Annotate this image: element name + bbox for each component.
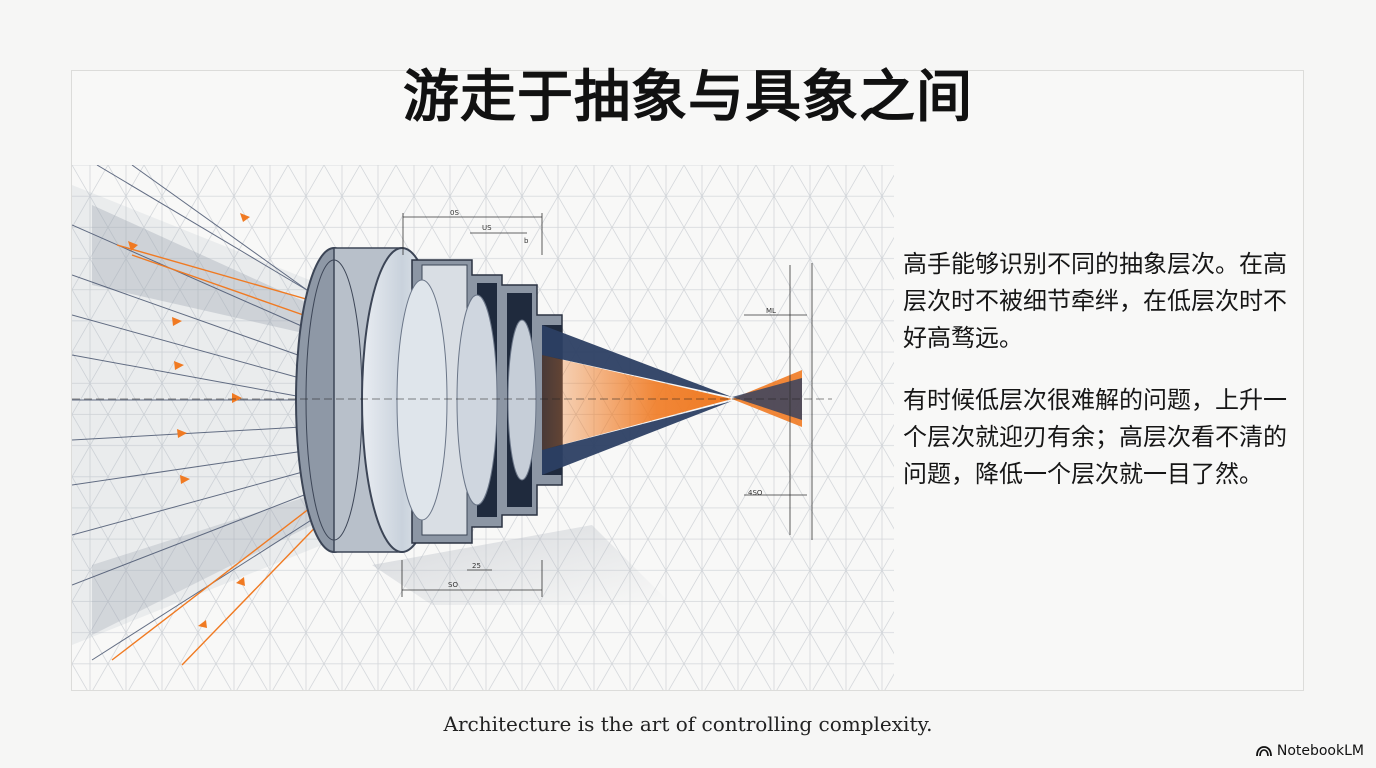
dim-label-top: 0S	[450, 209, 459, 217]
ray-arrowheads	[128, 213, 250, 628]
dim-label-bottom: SO	[448, 581, 458, 589]
paragraph-2: 有时候低层次很难解的问题，上升一个层次就迎刃有余；高层次看不清的问题，降低一个层…	[903, 386, 1287, 488]
notebooklm-logo-icon	[1255, 746, 1272, 757]
lens-assembly	[295, 247, 563, 553]
brand-name: NotebookLM	[1276, 743, 1364, 759]
dimension-lines	[401, 213, 813, 597]
caption: Architecture is the art of controlling c…	[443, 712, 933, 736]
lens-illustration: 0S US b ML 4SO 25 SO	[72, 165, 894, 690]
focus-beams	[72, 325, 832, 475]
orange-rays	[111, 244, 333, 666]
dim-label-right-bottom: 4SO	[748, 489, 763, 497]
dim-label-top-b: b	[524, 237, 529, 245]
slide-title: 游走于抽象与具象之间	[403, 65, 973, 130]
paragraph-1: 高手能够识别不同的抽象层次。在高层次时不被细节牵绊，在低层次时不好高骛远。	[903, 250, 1287, 352]
dim-label-top-a: US	[482, 224, 492, 232]
body-text: 高手能够识别不同的抽象层次。在高层次时不被细节牵绊，在低层次时不好高骛远。 有时…	[903, 246, 1303, 518]
brand-watermark: NotebookLM	[1255, 743, 1364, 759]
dim-label-right-top: ML	[766, 307, 776, 315]
dim-label-bottom-small: 25	[472, 562, 481, 570]
